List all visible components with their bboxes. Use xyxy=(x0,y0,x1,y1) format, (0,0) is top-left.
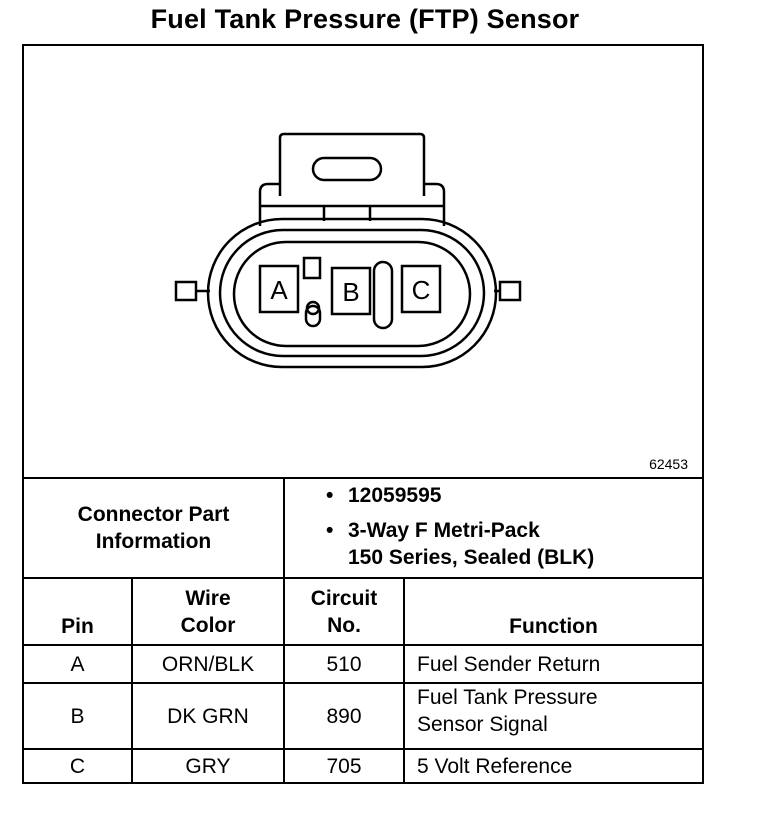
pin-label-b: B xyxy=(342,277,359,307)
table-cell-circuit: 705 xyxy=(326,754,362,778)
connector-seal xyxy=(218,228,486,358)
divider xyxy=(24,682,702,684)
divider xyxy=(24,477,702,479)
figure-id: 62453 xyxy=(649,456,688,472)
pin-label-c: C xyxy=(412,275,431,305)
header-wire-color: Wire Color xyxy=(133,579,283,644)
page-title: Fuel Tank Pressure (FTP) Sensor xyxy=(150,4,580,34)
header-circuit-line1: Circuit xyxy=(310,586,378,610)
header-wire-color-line1: Wire xyxy=(185,586,231,610)
table-cell-function: 5 Volt Reference xyxy=(417,754,573,778)
table-cell-wire-color: DK GRN xyxy=(167,704,249,728)
connector-latch xyxy=(278,132,426,196)
connector-ear-left xyxy=(174,280,198,302)
pin-cavity-a xyxy=(258,264,300,314)
diagram-frame: A B C 62453 Connector Part Information 1… xyxy=(22,44,704,784)
table-cell-circuit: 890 xyxy=(326,704,362,728)
connector-type: 3-Way F Metri-Pack 150 Series, Sealed (B… xyxy=(324,517,594,571)
table-cell-function: Fuel Sender Return xyxy=(417,652,601,676)
header-circuit-line2: No. xyxy=(327,613,361,637)
latch-slot xyxy=(311,156,383,182)
connector-type-line2: 150 Series, Sealed (BLK) xyxy=(348,546,595,569)
table-cell-circuit: 510 xyxy=(326,652,362,676)
function-line2: Sensor Signal xyxy=(417,713,548,736)
part-info-label: Connector Part Information xyxy=(24,479,283,577)
part-info-values: 12059595 3-Way F Metri-Pack 150 Series, … xyxy=(324,482,594,571)
connector-ear-right xyxy=(498,280,522,302)
table-cell-pin: B xyxy=(70,704,85,728)
connector-shoulder xyxy=(258,182,280,226)
divider xyxy=(283,477,285,782)
part-number: 12059595 xyxy=(324,482,594,509)
divider xyxy=(403,577,405,782)
table-cell-pin: C xyxy=(69,754,86,778)
connector-post xyxy=(304,304,322,328)
header-wire-color-line2: Color xyxy=(180,613,236,637)
table-cell-pin: A xyxy=(70,652,85,676)
header-pin: Pin xyxy=(61,615,94,638)
pin-label-a: A xyxy=(270,275,288,305)
divider xyxy=(24,644,702,646)
divider xyxy=(24,577,702,579)
connector-diagram: A B C xyxy=(174,132,522,369)
part-info-label-line1: Connector Part xyxy=(77,503,230,526)
header-function: Function xyxy=(509,615,598,638)
function-line1: Fuel Tank Pressure xyxy=(417,686,598,709)
divider xyxy=(24,748,702,750)
connector-inner xyxy=(232,240,472,348)
part-info-label-line2: Information xyxy=(95,530,212,553)
table-cell-wire-color: ORN/BLK xyxy=(161,652,255,676)
table-cell-function: Fuel Tank Pressure Sensor Signal xyxy=(405,684,702,748)
divider xyxy=(131,577,133,782)
header-circuit: Circuit No. xyxy=(285,579,403,644)
pin-cavity-c xyxy=(400,264,442,314)
connector-housing xyxy=(206,217,498,369)
connector-shoulder xyxy=(424,182,446,226)
table-cell-wire-color: GRY xyxy=(185,754,231,778)
pin-cavity-b xyxy=(330,266,372,316)
connector-type-line1: 3-Way F Metri-Pack xyxy=(348,519,540,542)
connector-divider xyxy=(372,260,394,330)
connector-key xyxy=(302,256,322,280)
